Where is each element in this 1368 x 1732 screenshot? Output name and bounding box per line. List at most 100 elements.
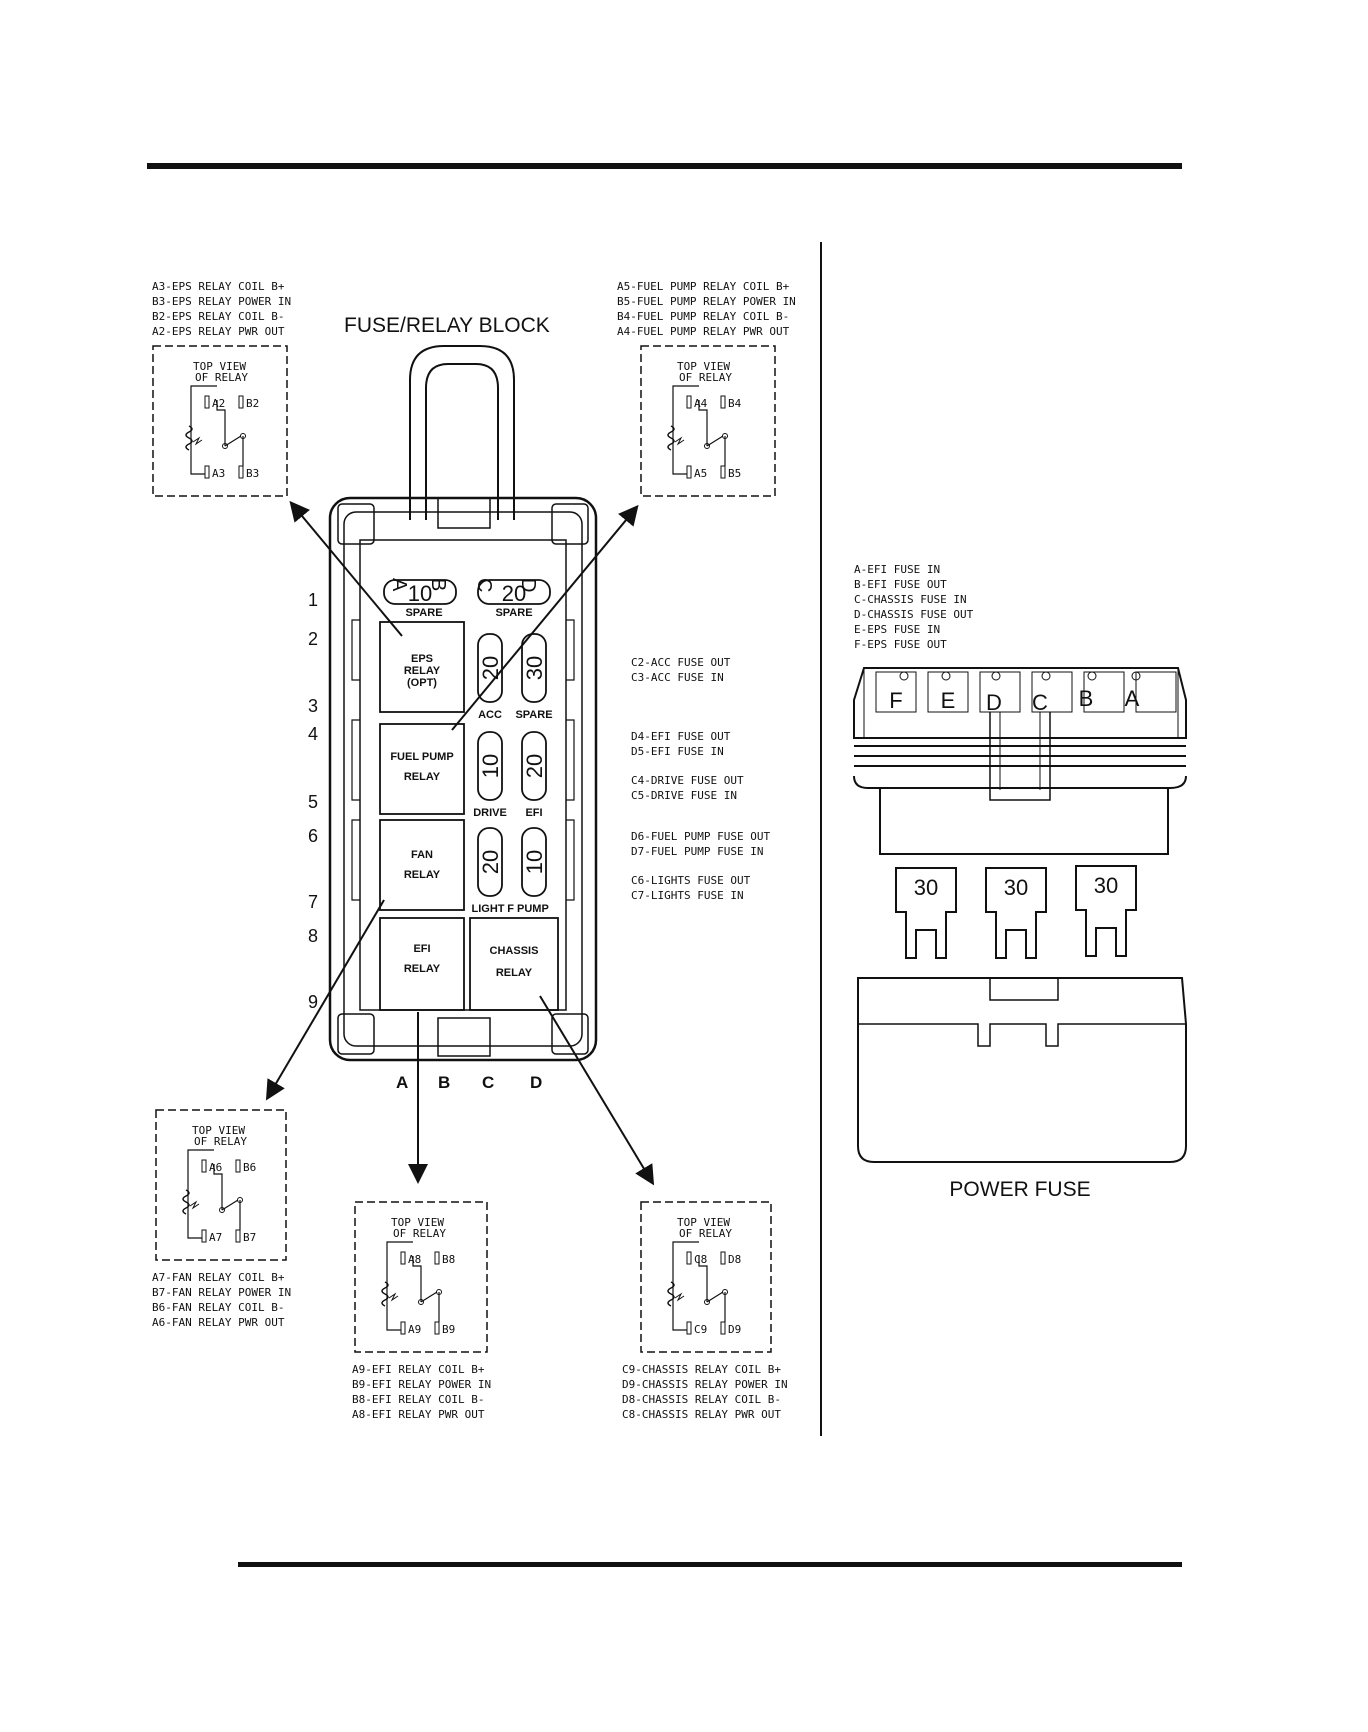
relay-view-fan-title-1: TOP VIEW: [192, 1124, 245, 1137]
legend-power-line-6: F-EPS FUSE OUT: [854, 638, 947, 651]
legend-eps-line-1: A3-EPS RELAY COIL B+: [152, 280, 285, 293]
fuel-pump-relay-line-1: FUEL PUMP: [390, 751, 453, 763]
legend-efi: A9-EFI RELAY COIL B+ B9-EFI RELAY POWER …: [352, 1363, 491, 1421]
legend-fpump-line-2: D7-FUEL PUMP FUSE IN: [631, 845, 763, 858]
power-slot-a: A: [1125, 686, 1140, 711]
relay-view-fuel-pin-3: A5: [694, 467, 707, 480]
legend-efi-line-1: A9-EFI RELAY COIL B+: [352, 1363, 485, 1376]
row-number-8: 8: [308, 926, 318, 946]
fan-relay-line-2: RELAY: [404, 869, 441, 881]
legend-eps-line-4: A2-EPS RELAY PWR OUT: [152, 325, 285, 338]
eps-relay-line-2: RELAY: [404, 665, 441, 677]
relay-view-fan-title-2: OF RELAY: [194, 1135, 247, 1148]
legend-fuel: A5-FUEL PUMP RELAY COIL B+ B5-FUEL PUMP …: [617, 280, 796, 338]
top-rule: [147, 163, 1182, 169]
legend-power-line-4: D-CHASSIS FUSE OUT: [854, 608, 974, 621]
legend-acc-line-2: C3-ACC FUSE IN: [631, 671, 724, 684]
legend-efi-line-2: B9-EFI RELAY POWER IN: [352, 1378, 491, 1391]
legend-fuel-line-1: A5-FUEL PUMP RELAY COIL B+: [617, 280, 790, 293]
eps-relay-line-3: (OPT): [407, 677, 437, 689]
legend-acc-line-1: C2-ACC FUSE OUT: [631, 656, 731, 669]
legend-fuel-line-2: B5-FUEL PUMP RELAY POWER IN: [617, 295, 796, 308]
fan-relay-line-1: FAN: [411, 849, 433, 861]
relay-view-efi-pin-3: A9: [408, 1323, 421, 1336]
arrow-fan: [265, 899, 385, 1101]
mini-fuse-fpump-body: [521, 827, 547, 897]
legend-power: A-EFI FUSE IN B-EFI FUSE OUT C-CHASSIS F…: [854, 563, 974, 651]
relay-view-fan-pin-1: A6: [209, 1161, 222, 1174]
legend-chassis: C9-CHASSIS RELAY COIL B+ D9-CHASSIS RELA…: [622, 1363, 788, 1421]
block-bottom-col-a: A: [396, 1073, 408, 1092]
top-fuse-2-label: SPARE: [495, 607, 532, 619]
block-top-col-b: B: [427, 578, 449, 591]
mini-fuse-light-value: 20: [478, 850, 503, 874]
row-number-3: 3: [308, 696, 318, 716]
eps-relay: EPS RELAY (OPT): [379, 621, 465, 713]
legend-eps: A3-EPS RELAY COIL B+ B3-EPS RELAY POWER …: [152, 280, 291, 338]
legend-chassis-line-3: D8-CHASSIS RELAY COIL B-: [622, 1393, 781, 1406]
relay-view-efi-pin-1: A8: [408, 1253, 421, 1266]
top-fuse-2-value: 20: [502, 581, 526, 606]
legend-efi-line-4: A8-EFI RELAY PWR OUT: [352, 1408, 485, 1421]
mini-fuse-spare-label: SPARE: [515, 709, 552, 721]
legend-fan-line-3: B6-FAN RELAY COIL B-: [152, 1301, 284, 1314]
bottom-rule: [238, 1562, 1182, 1567]
chassis-relay-line-1: CHASSIS: [490, 945, 539, 957]
top-fuse-1-body: [383, 579, 457, 605]
fuel-pump-relay-line-2: RELAY: [404, 771, 441, 783]
fuse-relay-block: [328, 345, 598, 1062]
relay-view-chassis-pin-4: D9: [728, 1323, 741, 1336]
legend-power-line-1: A-EFI FUSE IN: [854, 563, 940, 576]
power-slot-e: E: [941, 688, 956, 713]
relay-view-chassis-pin-3: C9: [694, 1323, 707, 1336]
arrow-eps: [289, 500, 403, 637]
relay-view-fan-pin-2: B6: [243, 1161, 256, 1174]
mini-fuse-spare-body: [521, 633, 547, 703]
efi-relay-line-2: RELAY: [404, 963, 441, 975]
relay-view-fuel-title-1: TOP VIEW: [677, 360, 730, 373]
legend-fan-line-2: B7-FAN RELAY POWER IN: [152, 1286, 291, 1299]
arrow-fuel: [451, 504, 639, 731]
relay-view-fuel-pin-4: B5: [728, 467, 741, 480]
top-fuse-1-label: SPARE: [405, 607, 442, 619]
top-fuse-2-body: [477, 579, 551, 605]
fuel-pump-relay: FUEL PUMP RELAY: [379, 723, 465, 815]
efi-relay-line-1: EFI: [413, 943, 430, 955]
legend-power-line-3: C-CHASSIS FUSE IN: [854, 593, 967, 606]
power-fuse-3: [1075, 865, 1137, 957]
mini-fuse-acc-value: 20: [478, 656, 503, 680]
legend-fuses: C2-ACC FUSE OUT C3-ACC FUSE IN D4-EFI FU…: [631, 656, 770, 902]
legend-power-line-5: E-EPS FUSE IN: [854, 623, 940, 636]
relay-view-fan-pin-3: A7: [209, 1231, 222, 1244]
relay-view-chassis-pin-1: C8: [694, 1253, 707, 1266]
row-number-6: 6: [308, 826, 318, 846]
mini-fuse-efi-value: 20: [522, 754, 547, 778]
relay-view-fuel: TOP VIEW OF RELAY A4 B4 A5 B5: [640, 345, 776, 497]
relay-view-eps-title-1: TOP VIEW: [193, 360, 246, 373]
legend-fuel-line-3: B4-FUEL PUMP RELAY COIL B-: [617, 310, 789, 323]
mini-fuse-efi-label: EFI: [525, 807, 542, 819]
power-fuse-2-value: 30: [1004, 875, 1028, 900]
relay-view-efi-pin-4: B9: [442, 1323, 455, 1336]
relay-view-fan: TOP VIEW OF RELAY A6 B6 A7 B7: [155, 1109, 287, 1261]
relay-view-fuel-pin-2: B4: [728, 397, 742, 410]
mini-fuse-fpump-label: F PUMP: [507, 903, 549, 915]
legend-chassis-line-4: C8-CHASSIS RELAY PWR OUT: [622, 1408, 781, 1421]
mini-fuse-acc-label: ACC: [478, 709, 502, 721]
row-number-2: 2: [308, 629, 318, 649]
fan-relay: FAN RELAY: [379, 819, 465, 911]
legend-efi-line-3: B8-EFI RELAY COIL B-: [352, 1393, 484, 1406]
legend-drive-line-2: C5-DRIVE FUSE IN: [631, 789, 737, 802]
mini-fuse-drive-body: [477, 731, 503, 801]
mini-fuse-light-label: LIGHT: [472, 903, 505, 915]
legend-lights-line-2: C7-LIGHTS FUSE IN: [631, 889, 744, 902]
block-bottom-col-b: B: [438, 1073, 450, 1092]
legend-drive-line-1: C4-DRIVE FUSE OUT: [631, 774, 744, 787]
relay-view-chassis-pin-2: D8: [728, 1253, 741, 1266]
mini-fuse-light-body: [477, 827, 503, 897]
power-slot-f: F: [889, 688, 902, 713]
legend-fan-line-4: A6-FAN RELAY PWR OUT: [152, 1316, 285, 1329]
row-number-7: 7: [308, 892, 318, 912]
row-number-9: 9: [308, 992, 318, 1012]
power-slot-c: C: [1032, 690, 1048, 715]
